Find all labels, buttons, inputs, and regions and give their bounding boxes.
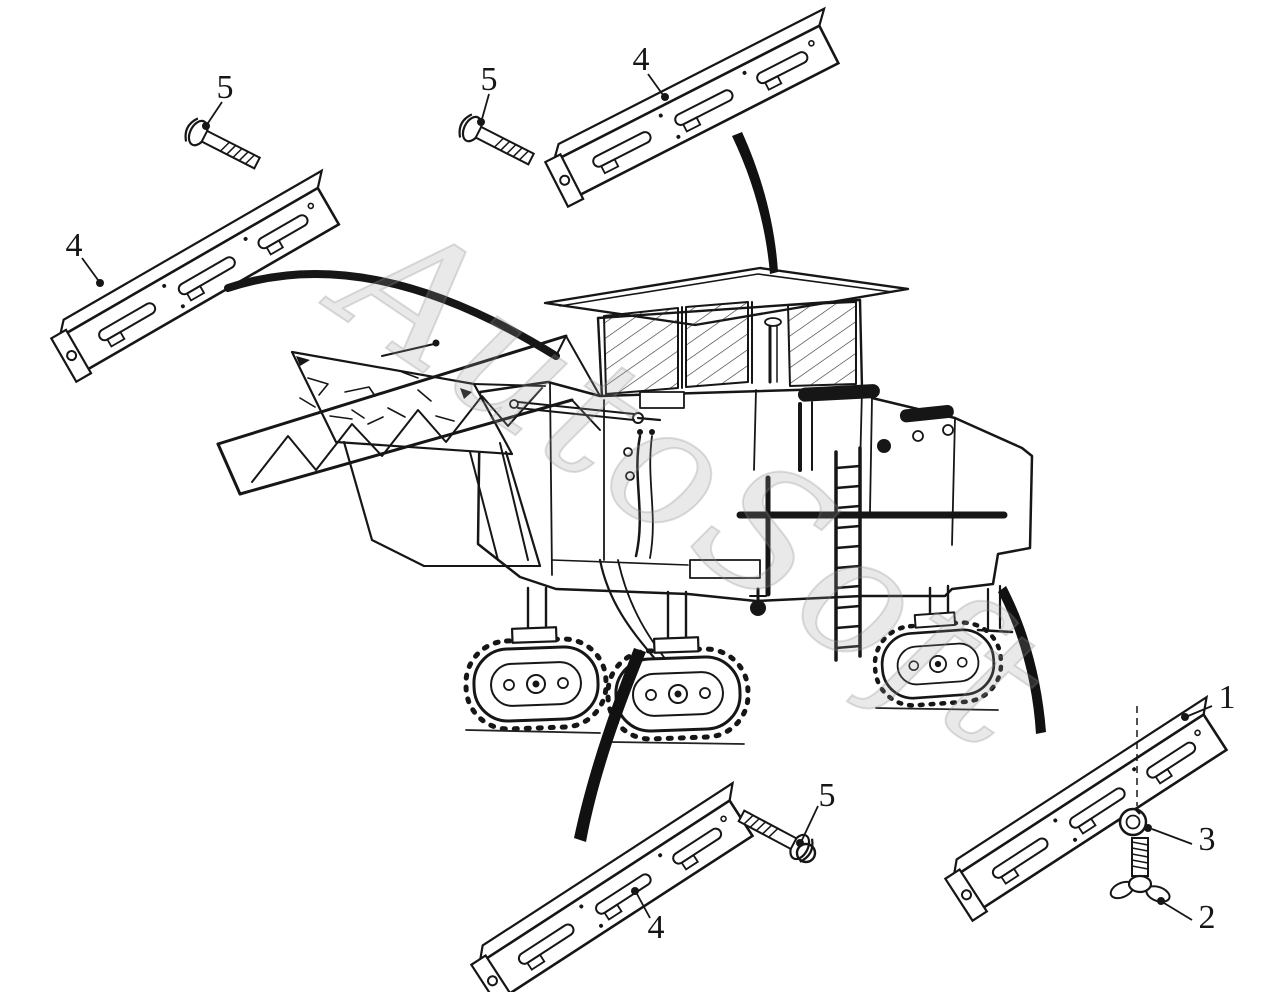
exhaust-stack [764, 317, 782, 384]
rail-part-bottom [464, 781, 767, 992]
swoosh-top-center [732, 132, 778, 274]
callout-4-bottom: 4 [648, 909, 665, 946]
wing-bolt-part [1109, 837, 1171, 903]
cab-window [603, 307, 679, 395]
leader-lines [81, 73, 1213, 921]
cab-window [787, 301, 857, 387]
drain-valve [749, 587, 767, 616]
callout-4-top-center: 4 [633, 41, 650, 78]
callout-5-bottom: 5 [819, 777, 836, 814]
pointer-swooshes [574, 132, 1046, 842]
bolt-part-bottom [734, 803, 818, 866]
callout-1-right: 1 [1219, 679, 1236, 716]
callout-2-right: 2 [1199, 899, 1216, 936]
swoosh-bottom-center [574, 648, 646, 842]
conveyor-boom [216, 269, 601, 561]
callout-3-right: 3 [1199, 821, 1216, 858]
lock-washer-part [1118, 807, 1148, 837]
operator-cab [596, 298, 864, 400]
crawler-track-front-left [464, 626, 607, 731]
callout-4-top-left: 4 [66, 227, 83, 264]
swoosh-right [998, 586, 1046, 734]
frame-crossbars [736, 475, 1008, 597]
callout-5-top-center: 5 [481, 61, 498, 98]
callout-5-top-left: 5 [217, 69, 234, 106]
ground-lines [465, 707, 999, 745]
bolt-part-top-center [454, 110, 539, 172]
rail-part-top-center [539, 7, 853, 208]
bolt-part-top-left [180, 114, 265, 176]
cab-window [685, 301, 749, 388]
milling-machine-illustration [216, 266, 1034, 745]
engine-deck [797, 384, 954, 472]
hydraulic-hoses [598, 429, 673, 669]
access-ladder [834, 446, 862, 662]
support-legs [526, 584, 1014, 646]
